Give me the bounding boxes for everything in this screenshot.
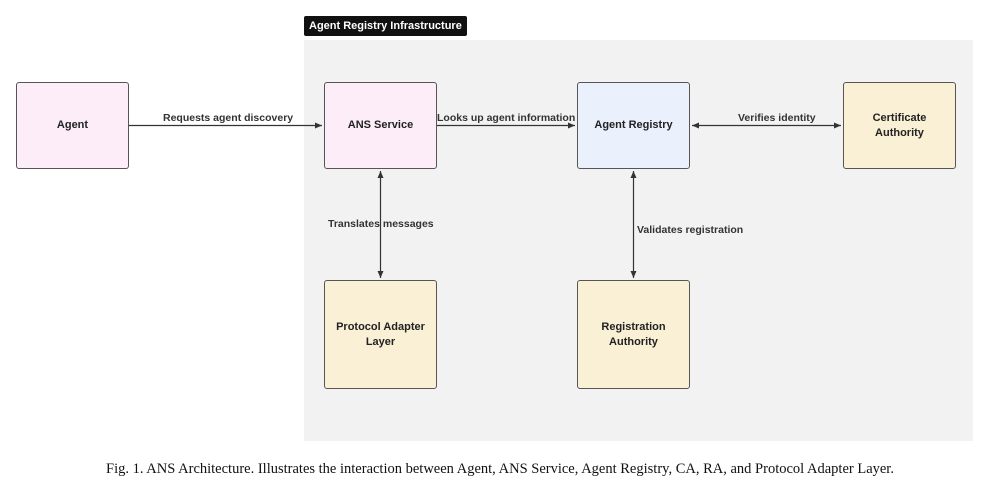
infrastructure-label: Agent Registry Infrastructure [304, 16, 467, 36]
figure-caption: Fig. 1. ANS Architecture. Illustrates th… [106, 461, 894, 477]
edge-label-translates-messages: Translates messages [328, 218, 434, 230]
agent-node: Agent [16, 82, 129, 169]
edge-label-verifies-identity: Verifies identity [738, 112, 816, 124]
registration-authority-node: Registration Authority [577, 280, 690, 389]
edge-label-requests-discovery: Requests agent discovery [163, 112, 294, 124]
protocol-adapter-layer-node: Protocol Adapter Layer [324, 280, 437, 389]
edge-label-validates-registration: Validates registration [637, 224, 744, 236]
agent-registry-node: Agent Registry [577, 82, 690, 169]
ans-service-node: ANS Service [324, 82, 437, 169]
edge-label-looks-up-info: Looks up agent information [437, 112, 576, 124]
certificate-authority-node: Certificate Authority [843, 82, 956, 169]
